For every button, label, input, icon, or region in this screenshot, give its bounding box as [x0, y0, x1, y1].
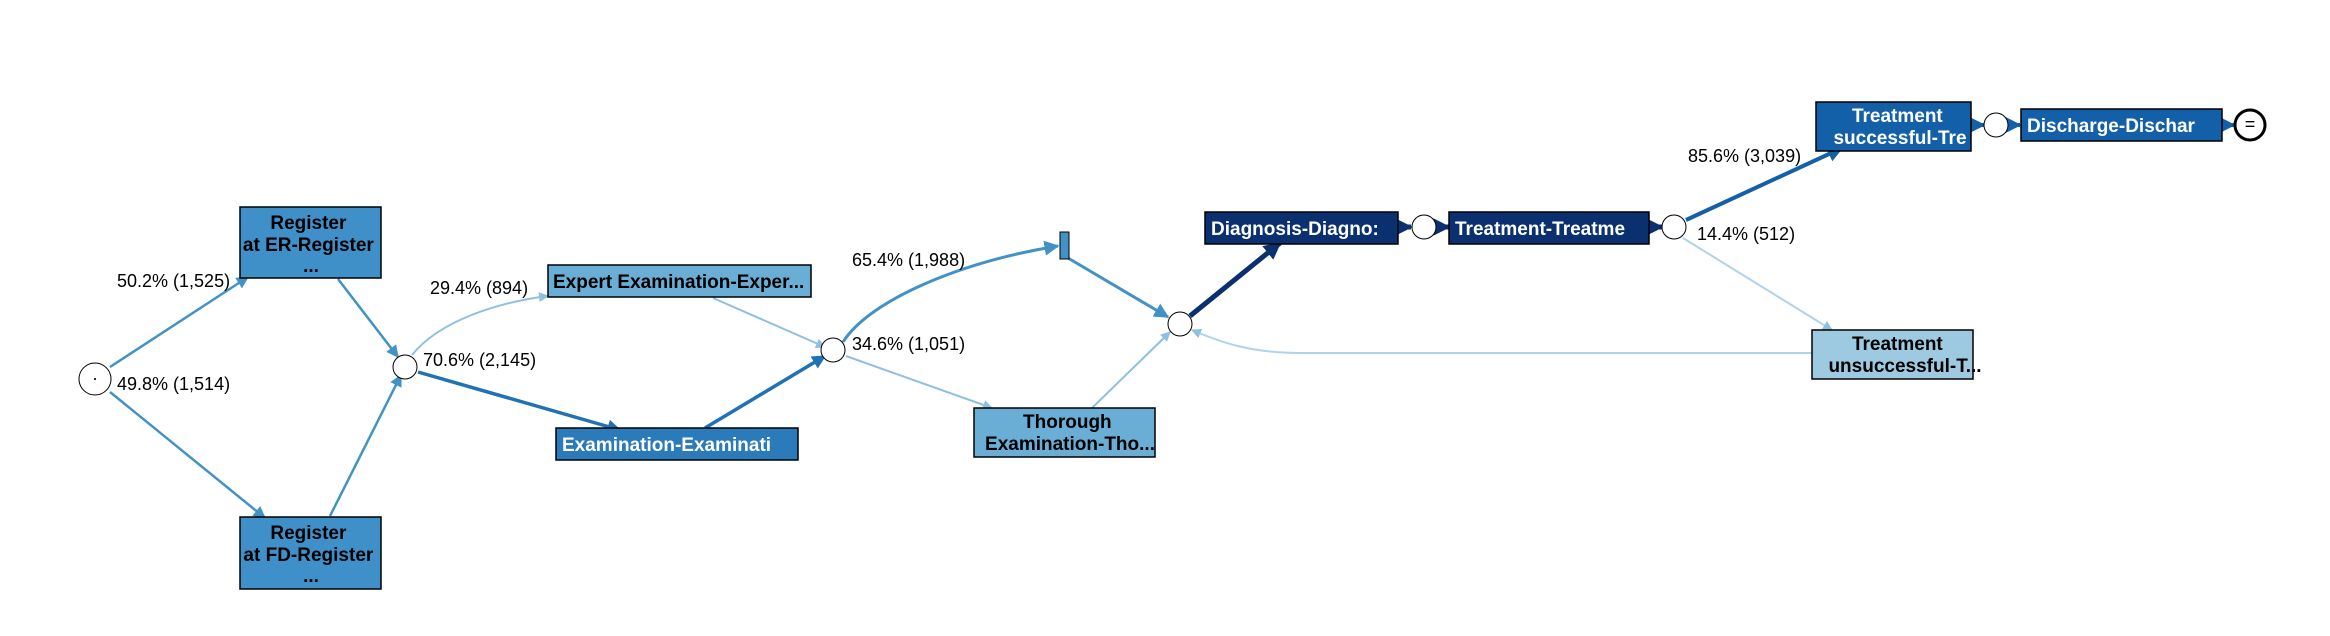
- edge-register-er-to-gateway: [337, 278, 399, 358]
- gateway-after-treatment[interactable]: [1661, 214, 1687, 240]
- activity-treatment[interactable]: Treatment-Treatme: [1448, 211, 1650, 245]
- label-examination-branch: 70.6% (2,145): [423, 350, 536, 370]
- end-symbol: =: [2245, 114, 2256, 134]
- end-event[interactable]: [2233, 108, 2267, 142]
- svg-text:Diagnosis-Diagno:: Diagnosis-Diagno:: [1211, 219, 1379, 240]
- edges: [109, 117, 2236, 519]
- gateway-before-discharge[interactable]: [1983, 112, 2009, 138]
- silent-transition[interactable]: [1059, 231, 1070, 260]
- label-unsuccessful-branch: 14.4% (512): [1697, 224, 1795, 244]
- edge-gateway-to-skip: [841, 240, 1060, 343]
- label-skip-branch: 65.4% (1,988): [852, 250, 965, 270]
- start-symbol: ·: [92, 368, 98, 388]
- svg-text:Treatment unsuccessful: Treatment unsuccessful-T...: [1828, 334, 1981, 377]
- edge-gateway-to-successful: [1685, 146, 1844, 222]
- edge-expert-to-gateway: [712, 297, 826, 348]
- edge-labels: 50.2% (1,525) 49.8% (1,514) 29.4% (894) …: [117, 146, 1801, 394]
- edge-gateway-to-diagnosis: [1188, 241, 1282, 318]
- gateway-after-diagnosis[interactable]: [1411, 214, 1437, 240]
- activity-diagnosis[interactable]: Diagnosis-Diagno:: [1204, 211, 1399, 245]
- svg-text:Discharge-Dischar: Discharge-Dischar: [2027, 116, 2196, 137]
- activity-register-fd[interactable]: Register at FD-Register ...: [239, 516, 382, 590]
- gateway-after-register[interactable]: [392, 354, 418, 380]
- activity-treatment-successful[interactable]: Treatment successful-Tre: [1815, 101, 1972, 152]
- label-er-branch: 50.2% (1,525): [117, 271, 230, 291]
- edge-start-to-register-fd: [109, 391, 266, 519]
- edge-unsuccessful-to-gateway: [1191, 328, 1812, 354]
- activity-examination[interactable]: Examination-Examinati: [555, 427, 799, 461]
- gateway-before-diagnosis[interactable]: [1167, 311, 1193, 337]
- edge-skip-to-gateway: [1067, 256, 1170, 319]
- edge-thorough-to-gateway: [1091, 331, 1171, 409]
- gateways: · =: [78, 108, 2267, 396]
- gateway-after-examination[interactable]: [820, 337, 846, 363]
- svg-text:Expert Examination-Exper...: Expert Examination-Exper...: [553, 272, 804, 293]
- edge-gateway-to-thorough: [845, 355, 993, 410]
- label-successful-branch: 85.6% (3,039): [1688, 146, 1801, 166]
- edge-gateway-to-examination: [417, 370, 622, 434]
- svg-text:Examination-Examinati: Examination-Examinati: [562, 435, 771, 456]
- label-expert-branch: 29.4% (894): [430, 278, 528, 298]
- svg-text:Treatment successful-T: Treatment successful-Tre: [1833, 106, 1966, 149]
- svg-text:Register at FD-Registe: Register at FD-Register ...: [243, 523, 378, 587]
- activity-thorough-examination[interactable]: Thorough Examination-Tho...: [973, 407, 1156, 458]
- label-thorough-branch: 34.6% (1,051): [852, 334, 965, 354]
- edge-examination-to-gateway: [704, 354, 827, 430]
- edge-gateway-to-expert: [411, 292, 549, 356]
- activity-treatment-unsuccessful[interactable]: Treatment unsuccessful-T...: [1811, 329, 1982, 380]
- svg-text:Thorough Examination-T: Thorough Examination-Tho...: [985, 412, 1155, 455]
- activity-discharge[interactable]: Discharge-Dischar: [2020, 108, 2223, 142]
- activity-expert-examination[interactable]: Expert Examination-Exper...: [547, 264, 812, 298]
- svg-text:Treatment-Treatme: Treatment-Treatme: [1455, 219, 1625, 240]
- edge-gateway-to-unsuccessful: [1682, 237, 1833, 331]
- edge-start-to-register-er: [109, 275, 250, 369]
- activities: Register at ER-Register ... Register at …: [239, 101, 2223, 590]
- activity-register-er[interactable]: Register at ER-Register ...: [239, 206, 382, 279]
- label-fd-branch: 49.8% (1,514): [117, 374, 230, 394]
- edge-register-fd-to-gateway: [328, 373, 403, 517]
- svg-text:Register at ER-Registe: Register at ER-Register ...: [243, 213, 379, 277]
- start-event[interactable]: [78, 362, 112, 396]
